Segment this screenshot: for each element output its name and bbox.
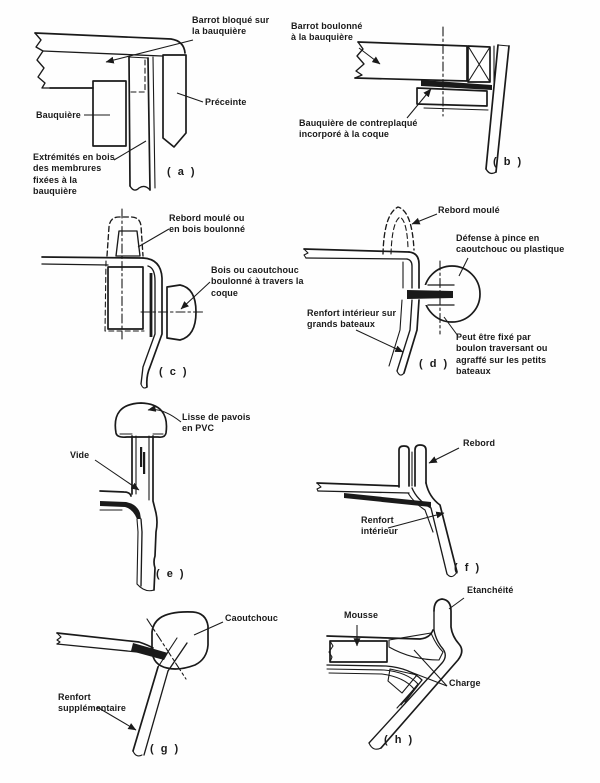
inner-reinforcement: [344, 493, 431, 507]
panel-b-art: [354, 26, 510, 175]
label-e-vide: Vide: [70, 450, 90, 460]
panel-e-art: [94, 402, 182, 592]
caption-d: ( d ): [419, 358, 450, 370]
panel-d-art: [303, 206, 481, 376]
caption-e: ( e ): [156, 568, 186, 580]
label-d-renfort: Renfort intérieur sur grands bateaux: [307, 308, 397, 330]
label-a-preceinte: Préceinte: [205, 97, 247, 107]
label-a-barrot: Barrot bloqué sur la bauquière: [192, 15, 270, 37]
flange-left: [398, 445, 410, 488]
foam-core: [329, 640, 388, 663]
hull-outer: [380, 598, 463, 749]
label-c-bois: Bois ou caoutchouc boulonné à travers la…: [211, 265, 304, 298]
charge-upper: [388, 632, 444, 661]
wood-tenon: [115, 230, 141, 257]
panel-f-art: [316, 444, 460, 578]
label-h-charge: Charge: [449, 678, 481, 688]
pvc-cap: [114, 402, 168, 439]
label-d-fixation: Peut être fixé par boulon traversant ou …: [456, 332, 548, 376]
plywood-bauquiere: [416, 87, 488, 107]
caption-h: ( h ): [384, 734, 415, 746]
bauquiere-block: [92, 80, 127, 147]
preceinte-plank: [162, 54, 187, 148]
deck-hull-seam: [131, 643, 168, 660]
caption-a: ( a ): [167, 166, 197, 178]
label-b-bauquiere: Bauquière de contreplaqué incorporé à la…: [299, 118, 418, 140]
label-c-rebord: Rebord moulé ou en bois boulonné: [169, 213, 246, 235]
through-bolt-flange: [407, 290, 453, 299]
label-d-defense: Défense à pince en caoutchouc ou plastiq…: [456, 233, 565, 255]
caption-b: ( b ): [493, 156, 524, 168]
panel-g-art: [56, 611, 224, 757]
panel-a-art: [34, 32, 204, 191]
label-h-mousse: Mousse: [344, 610, 379, 620]
label-d-rebord: Rebord moulé: [438, 205, 500, 215]
label-f-rebord: Rebord: [463, 438, 496, 448]
caption-c: ( c ): [159, 366, 189, 378]
panel-h-art: [326, 597, 465, 750]
deck-laminate: [100, 501, 141, 519]
caption-f: ( f ): [454, 562, 482, 574]
label-a-extremites: Extrémités en bois des membrures fixées …: [33, 152, 115, 196]
label-g-renfort: Renfort supplémentaire: [58, 692, 126, 714]
molded-rebord-dashed: [382, 206, 415, 255]
panel-c-art: [41, 208, 211, 389]
molded-rebord-dashed: [106, 216, 144, 257]
charge-lower: [387, 668, 418, 694]
label-e-lisse: Lisse de pavois en PVC: [182, 412, 251, 434]
label-f-renfort: Renfort intérieur: [361, 515, 398, 537]
label-h-etancheite: Etanchéité: [467, 585, 514, 595]
wood-block: [107, 266, 144, 330]
label-a-bauquiere: Bauquière: [36, 110, 81, 120]
flange-right: [414, 444, 427, 487]
label-b-barrot: Barrot boulonné à la bauquière: [291, 21, 363, 43]
caption-g: ( g ): [150, 743, 181, 755]
rubber-blob: [151, 611, 209, 670]
label-g-caoutchouc: Caoutchouc: [225, 613, 279, 623]
